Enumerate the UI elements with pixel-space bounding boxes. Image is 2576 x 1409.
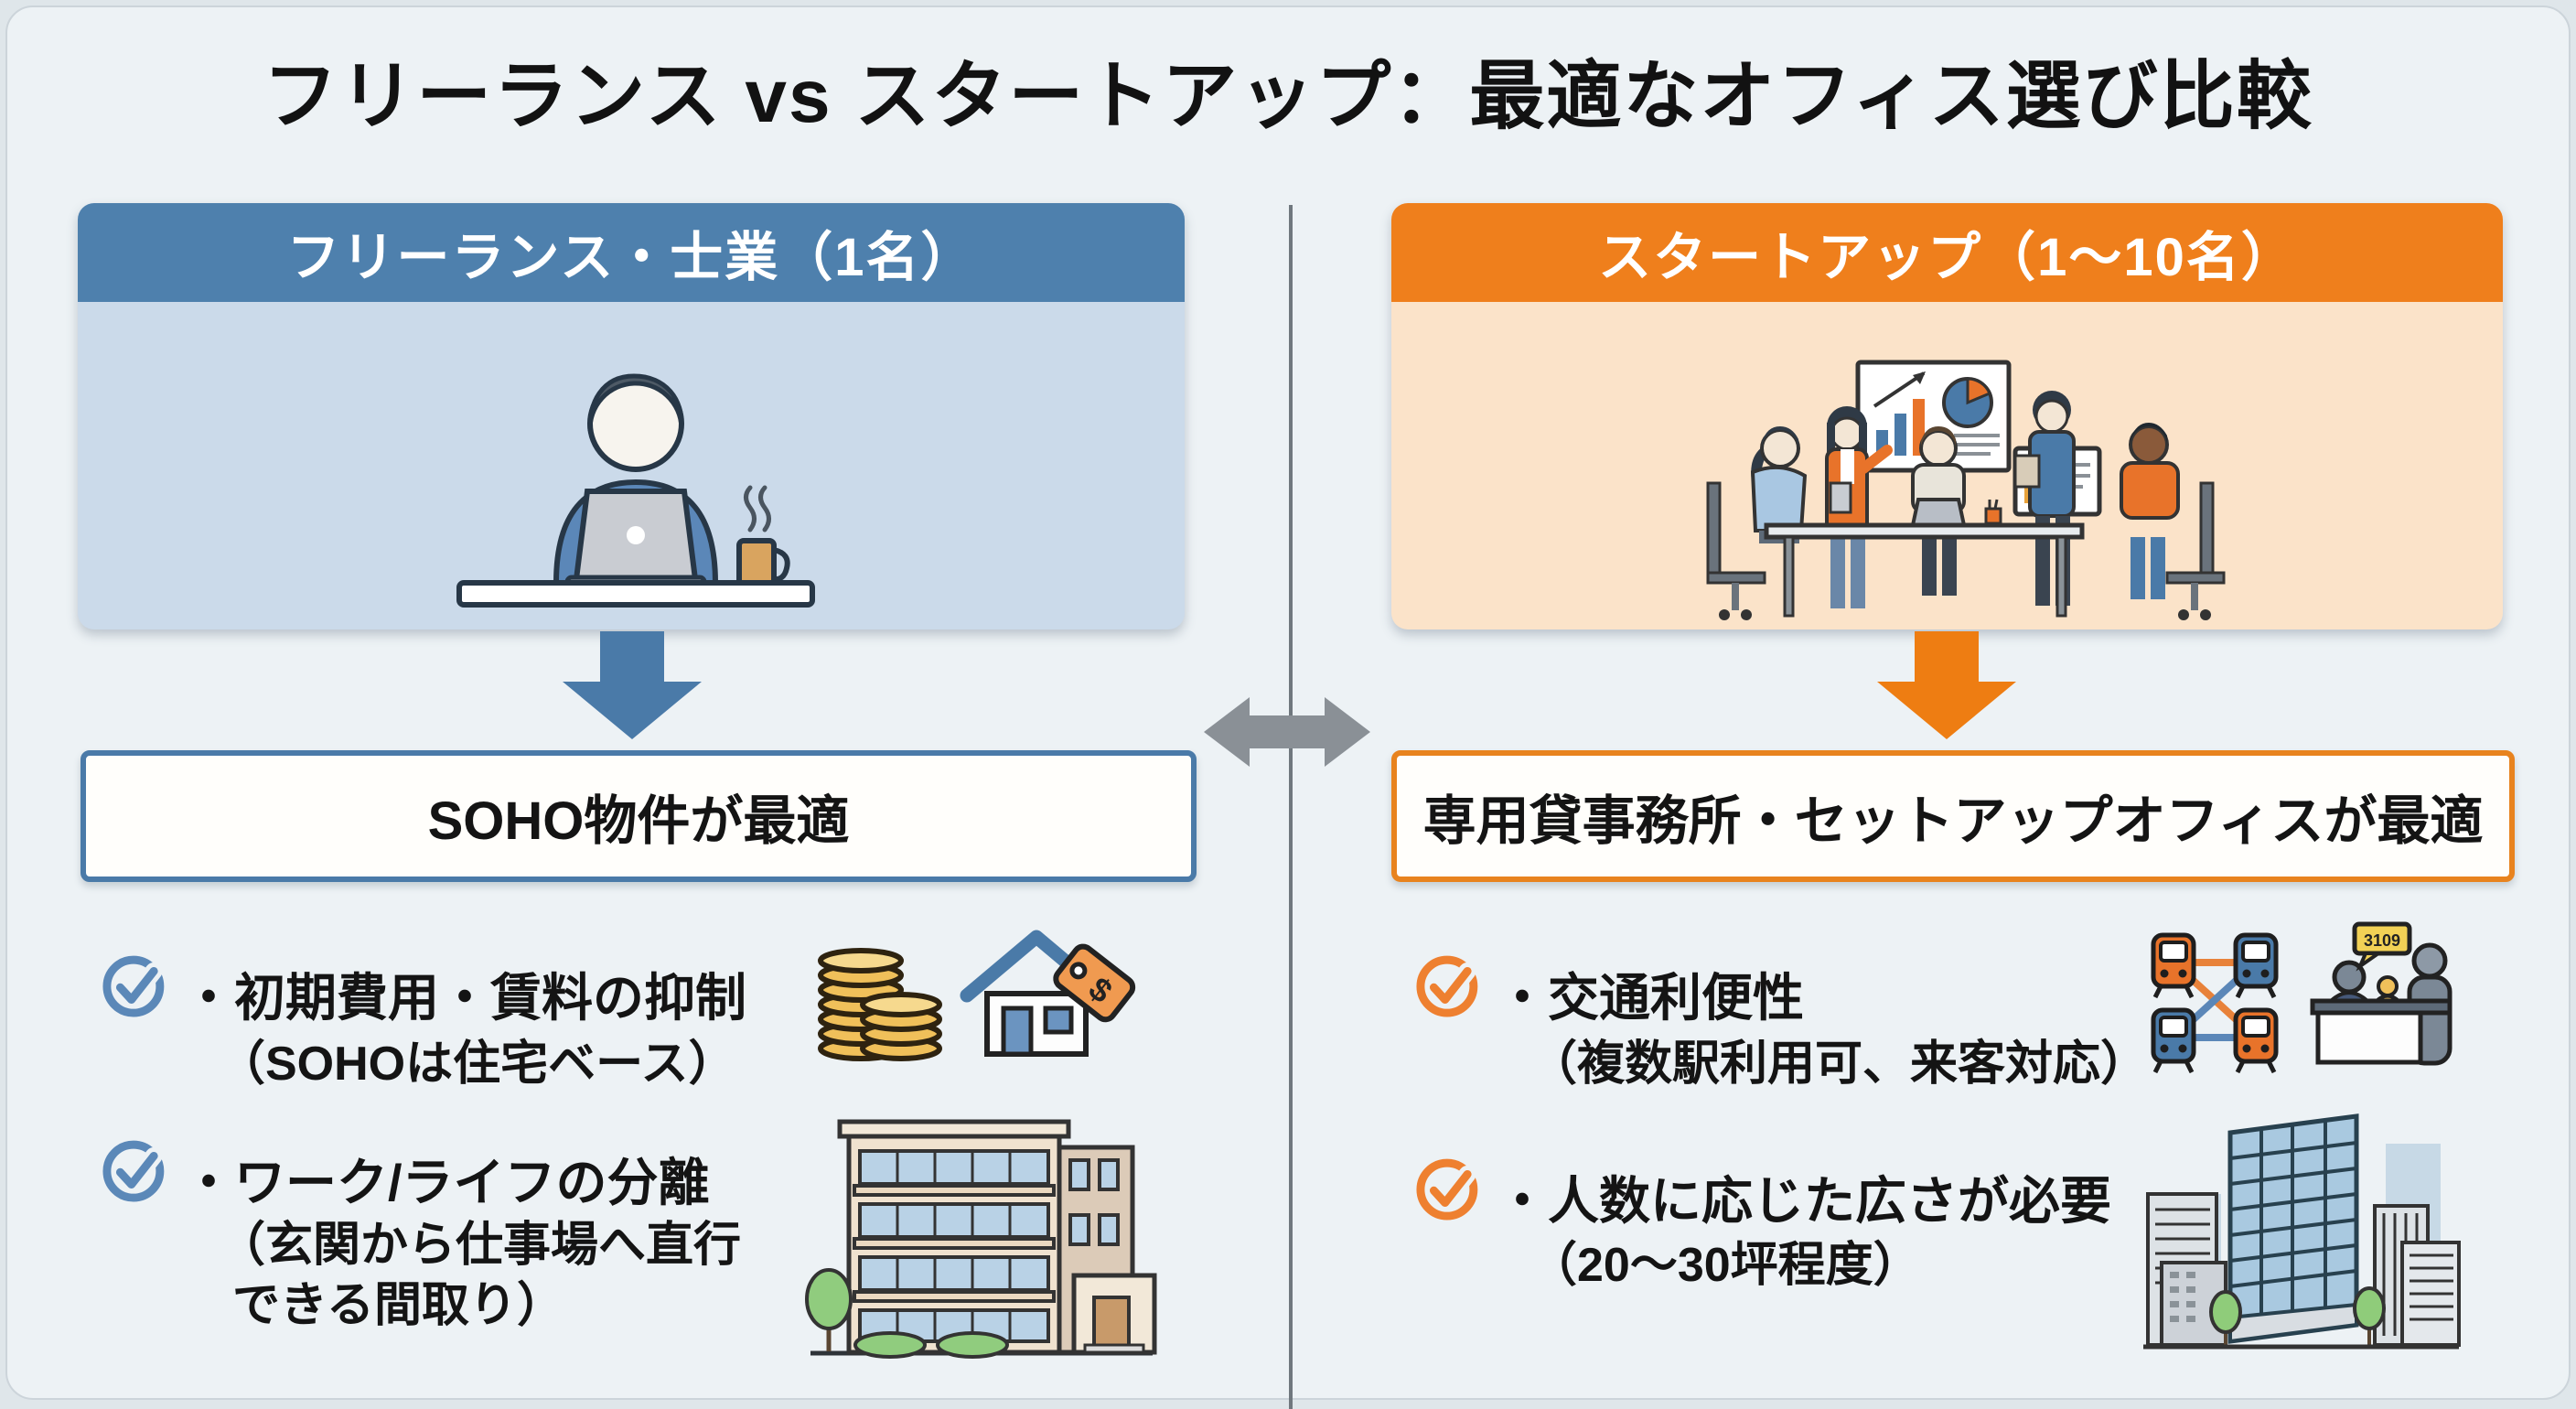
train-network-icon [2151, 932, 2279, 1073]
startup-benefit-2: ・人数に応じた広さが必要 [1497, 1172, 2111, 1230]
check-circle-icon [102, 1140, 165, 1202]
freelancer-benefit-1-note: （SOHOは住宅ベース） [218, 1038, 736, 1091]
startup-result-label: 専用貸事務所・セットアップオフィスが最適 [1422, 791, 2484, 851]
house-price-tag-icon: $ [960, 930, 1136, 1057]
coins-stack-icon [818, 948, 942, 1061]
startup-panel-header: スタートアップ（1〜10名） [1391, 203, 2503, 302]
startup-benefit-1-note: （複数駅利用可、来客対応） [1530, 1038, 2149, 1091]
startup-panel: スタートアップ（1〜10名） [1391, 203, 2503, 629]
freelancer-at-laptop-illustration [456, 373, 815, 608]
freelancer-benefit-1: ・初期費用・賃料の抑制 [183, 969, 746, 1027]
freelancer-result-box: SOHO物件が最適 [80, 750, 1197, 882]
office-tower-icon [2143, 1113, 2461, 1350]
center-divider [1289, 205, 1293, 1409]
startup-benefit-1: ・交通利便性 [1497, 969, 1804, 1027]
startup-benefit-2-note: （20〜30坪程度） [1530, 1239, 1921, 1292]
freelancer-panel: フリーランス・士業（1名） [78, 203, 1185, 629]
check-circle-icon [1416, 955, 1478, 1017]
left-right-arrow-icon [1204, 697, 1370, 767]
check-circle-icon [102, 955, 165, 1017]
startup-team-meeting-illustration [1706, 360, 2226, 620]
down-arrow-icon [563, 631, 702, 739]
apartment-building-icon [805, 1119, 1157, 1359]
freelancer-result-label: SOHO物件が最適 [427, 791, 850, 851]
freelancer-benefit-2: ・ワーク/ライフの分離 [183, 1154, 710, 1211]
reception-desk-icon: 3109 [2310, 921, 2453, 1066]
check-circle-icon [1416, 1158, 1478, 1221]
reception-speech-bubble-text: 3109 [2364, 931, 2400, 950]
down-arrow-icon [1877, 631, 2016, 739]
freelancer-panel-header: フリーランス・士業（1名） [78, 203, 1185, 302]
freelancer-benefit-2-note-2: できる間取り） [232, 1279, 564, 1332]
freelancer-benefit-2-note-1: （玄関から仕事場へ直行 [218, 1219, 742, 1272]
page-title: フリーランス vs スタートアップ：最適なオフィス選び比較 [263, 55, 2313, 138]
startup-result-box: 専用貸事務所・セットアップオフィスが最適 [1391, 750, 2515, 882]
